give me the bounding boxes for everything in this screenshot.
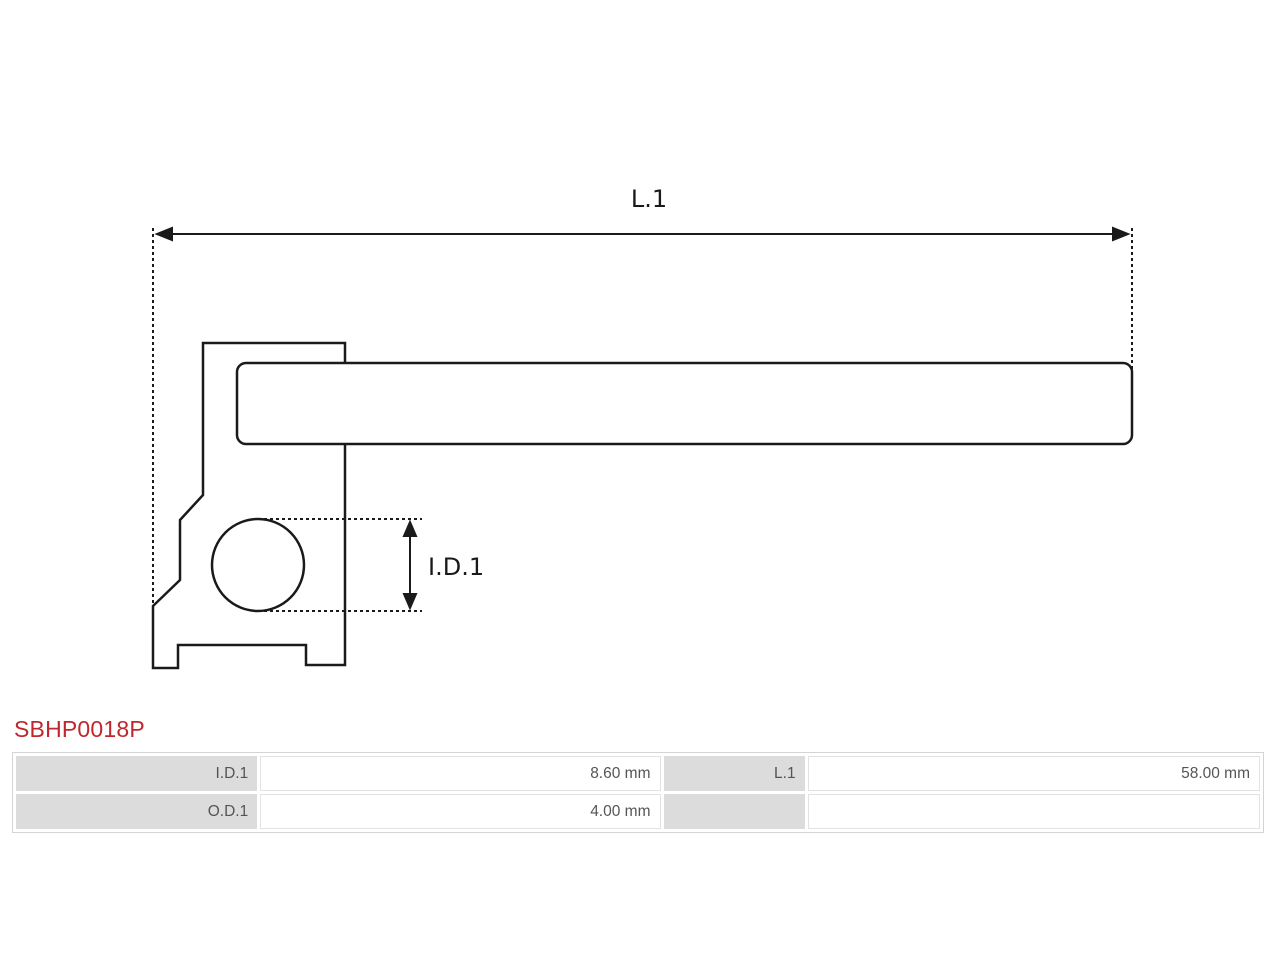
spec-label: I.D.1 — [16, 756, 258, 791]
id1-dimension-label: I.D.1 — [428, 553, 484, 581]
spec-value: 4.00 mm — [260, 794, 661, 829]
table-row: I.D.1 8.60 mm L.1 58.00 mm — [16, 756, 1260, 791]
id1-arrow-bottom — [402, 593, 418, 611]
l1-arrow-right — [1112, 226, 1131, 242]
spec-value: 58.00 mm — [807, 756, 1260, 791]
spec-label-empty — [663, 794, 805, 829]
mounting-hole — [210, 517, 306, 613]
technical-drawing: L.1 I.D.1 — [151, 185, 1134, 670]
spec-value-empty — [807, 794, 1260, 829]
spec-label: O.D.1 — [16, 794, 258, 829]
brush-bar — [235, 361, 1134, 446]
spec-label: L.1 — [663, 756, 805, 791]
table-row: O.D.1 4.00 mm — [16, 794, 1260, 829]
product-code: SBHP0018P — [14, 716, 145, 742]
spec-value: 8.60 mm — [260, 756, 661, 791]
holder-body-outline — [151, 341, 347, 670]
l1-arrow-left — [154, 226, 173, 242]
l1-dimension-label: L.1 — [631, 185, 667, 213]
spec-table: I.D.1 8.60 mm L.1 58.00 mm O.D.1 4.00 mm — [12, 752, 1264, 833]
id1-arrow-top — [402, 519, 418, 537]
